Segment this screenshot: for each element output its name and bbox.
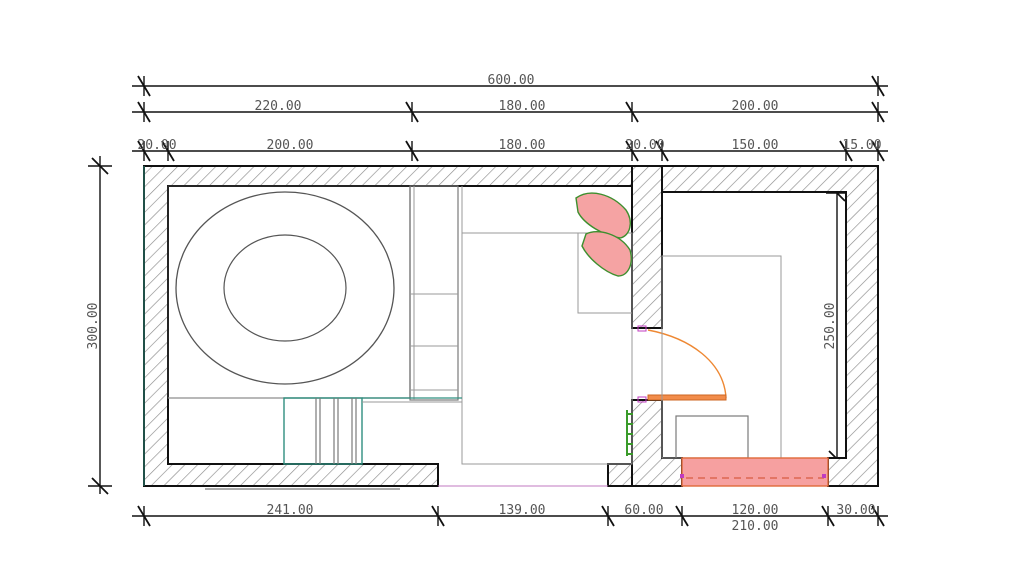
- coat-hooks: [626, 410, 633, 456]
- round-rug-outer: [175, 191, 395, 385]
- round-rug-inner: [223, 234, 347, 342]
- wardrobe: [409, 185, 463, 401]
- dim-overall-height: 300.00: [86, 303, 101, 350]
- wall-stub: [607, 463, 633, 487]
- right-room-walls: [661, 165, 879, 487]
- partition-wall-lower: [631, 399, 683, 487]
- dim-top3-a: 20.00: [137, 138, 176, 153]
- bench: [680, 457, 829, 487]
- shelf-unit: [283, 397, 462, 465]
- door: [637, 325, 727, 403]
- dim-top3-c: 180.00: [499, 138, 546, 153]
- door-swing: [647, 329, 727, 399]
- left-room-walls: [143, 165, 633, 487]
- dim-inner-height: 250.00: [823, 303, 838, 350]
- bed-area: [167, 185, 411, 399]
- dim-overall-width: 600.00: [488, 73, 535, 88]
- plant-leaf-1: [575, 192, 631, 239]
- door-leaf: [647, 394, 727, 401]
- desk-area: [461, 232, 633, 465]
- dim-top3-f: 15.00: [842, 138, 881, 153]
- dim-top2-a: 220.00: [255, 99, 302, 114]
- walls: [143, 165, 879, 487]
- dim-top2-c: 200.00: [732, 99, 779, 114]
- bed-rug: [167, 185, 411, 399]
- right-room-rug: [661, 255, 782, 459]
- dim-bottom-d: 120.00: [732, 503, 779, 518]
- top-dimension-chains: 600.00 220.00 180.00 200.00 20.00 200.00…: [132, 73, 888, 162]
- left-dimension: 300.00: [86, 156, 112, 495]
- dim-top3-b: 200.00: [267, 138, 314, 153]
- dim-bottom-b: 139.00: [499, 503, 546, 518]
- dim-bottom-a: 241.00: [267, 503, 314, 518]
- plant-leaf-2: [581, 231, 632, 277]
- plant: [575, 192, 633, 314]
- dim-top2-b: 180.00: [499, 99, 546, 114]
- nightstand: [675, 415, 749, 459]
- dim-bottom-e: 30.00: [836, 503, 875, 518]
- partition-wall-upper: [631, 165, 663, 329]
- dim-top3-d: 20.00: [625, 138, 664, 153]
- dim-bottom-total: 210.00: [732, 519, 779, 534]
- dim-bottom-c: 60.00: [624, 503, 663, 518]
- bottom-dimension-chains: 241.00 139.00 60.00 120.00 30.00 210.00: [132, 503, 888, 534]
- right-inner-dimension: 250.00: [823, 184, 848, 468]
- dim-top3-e: 150.00: [732, 138, 779, 153]
